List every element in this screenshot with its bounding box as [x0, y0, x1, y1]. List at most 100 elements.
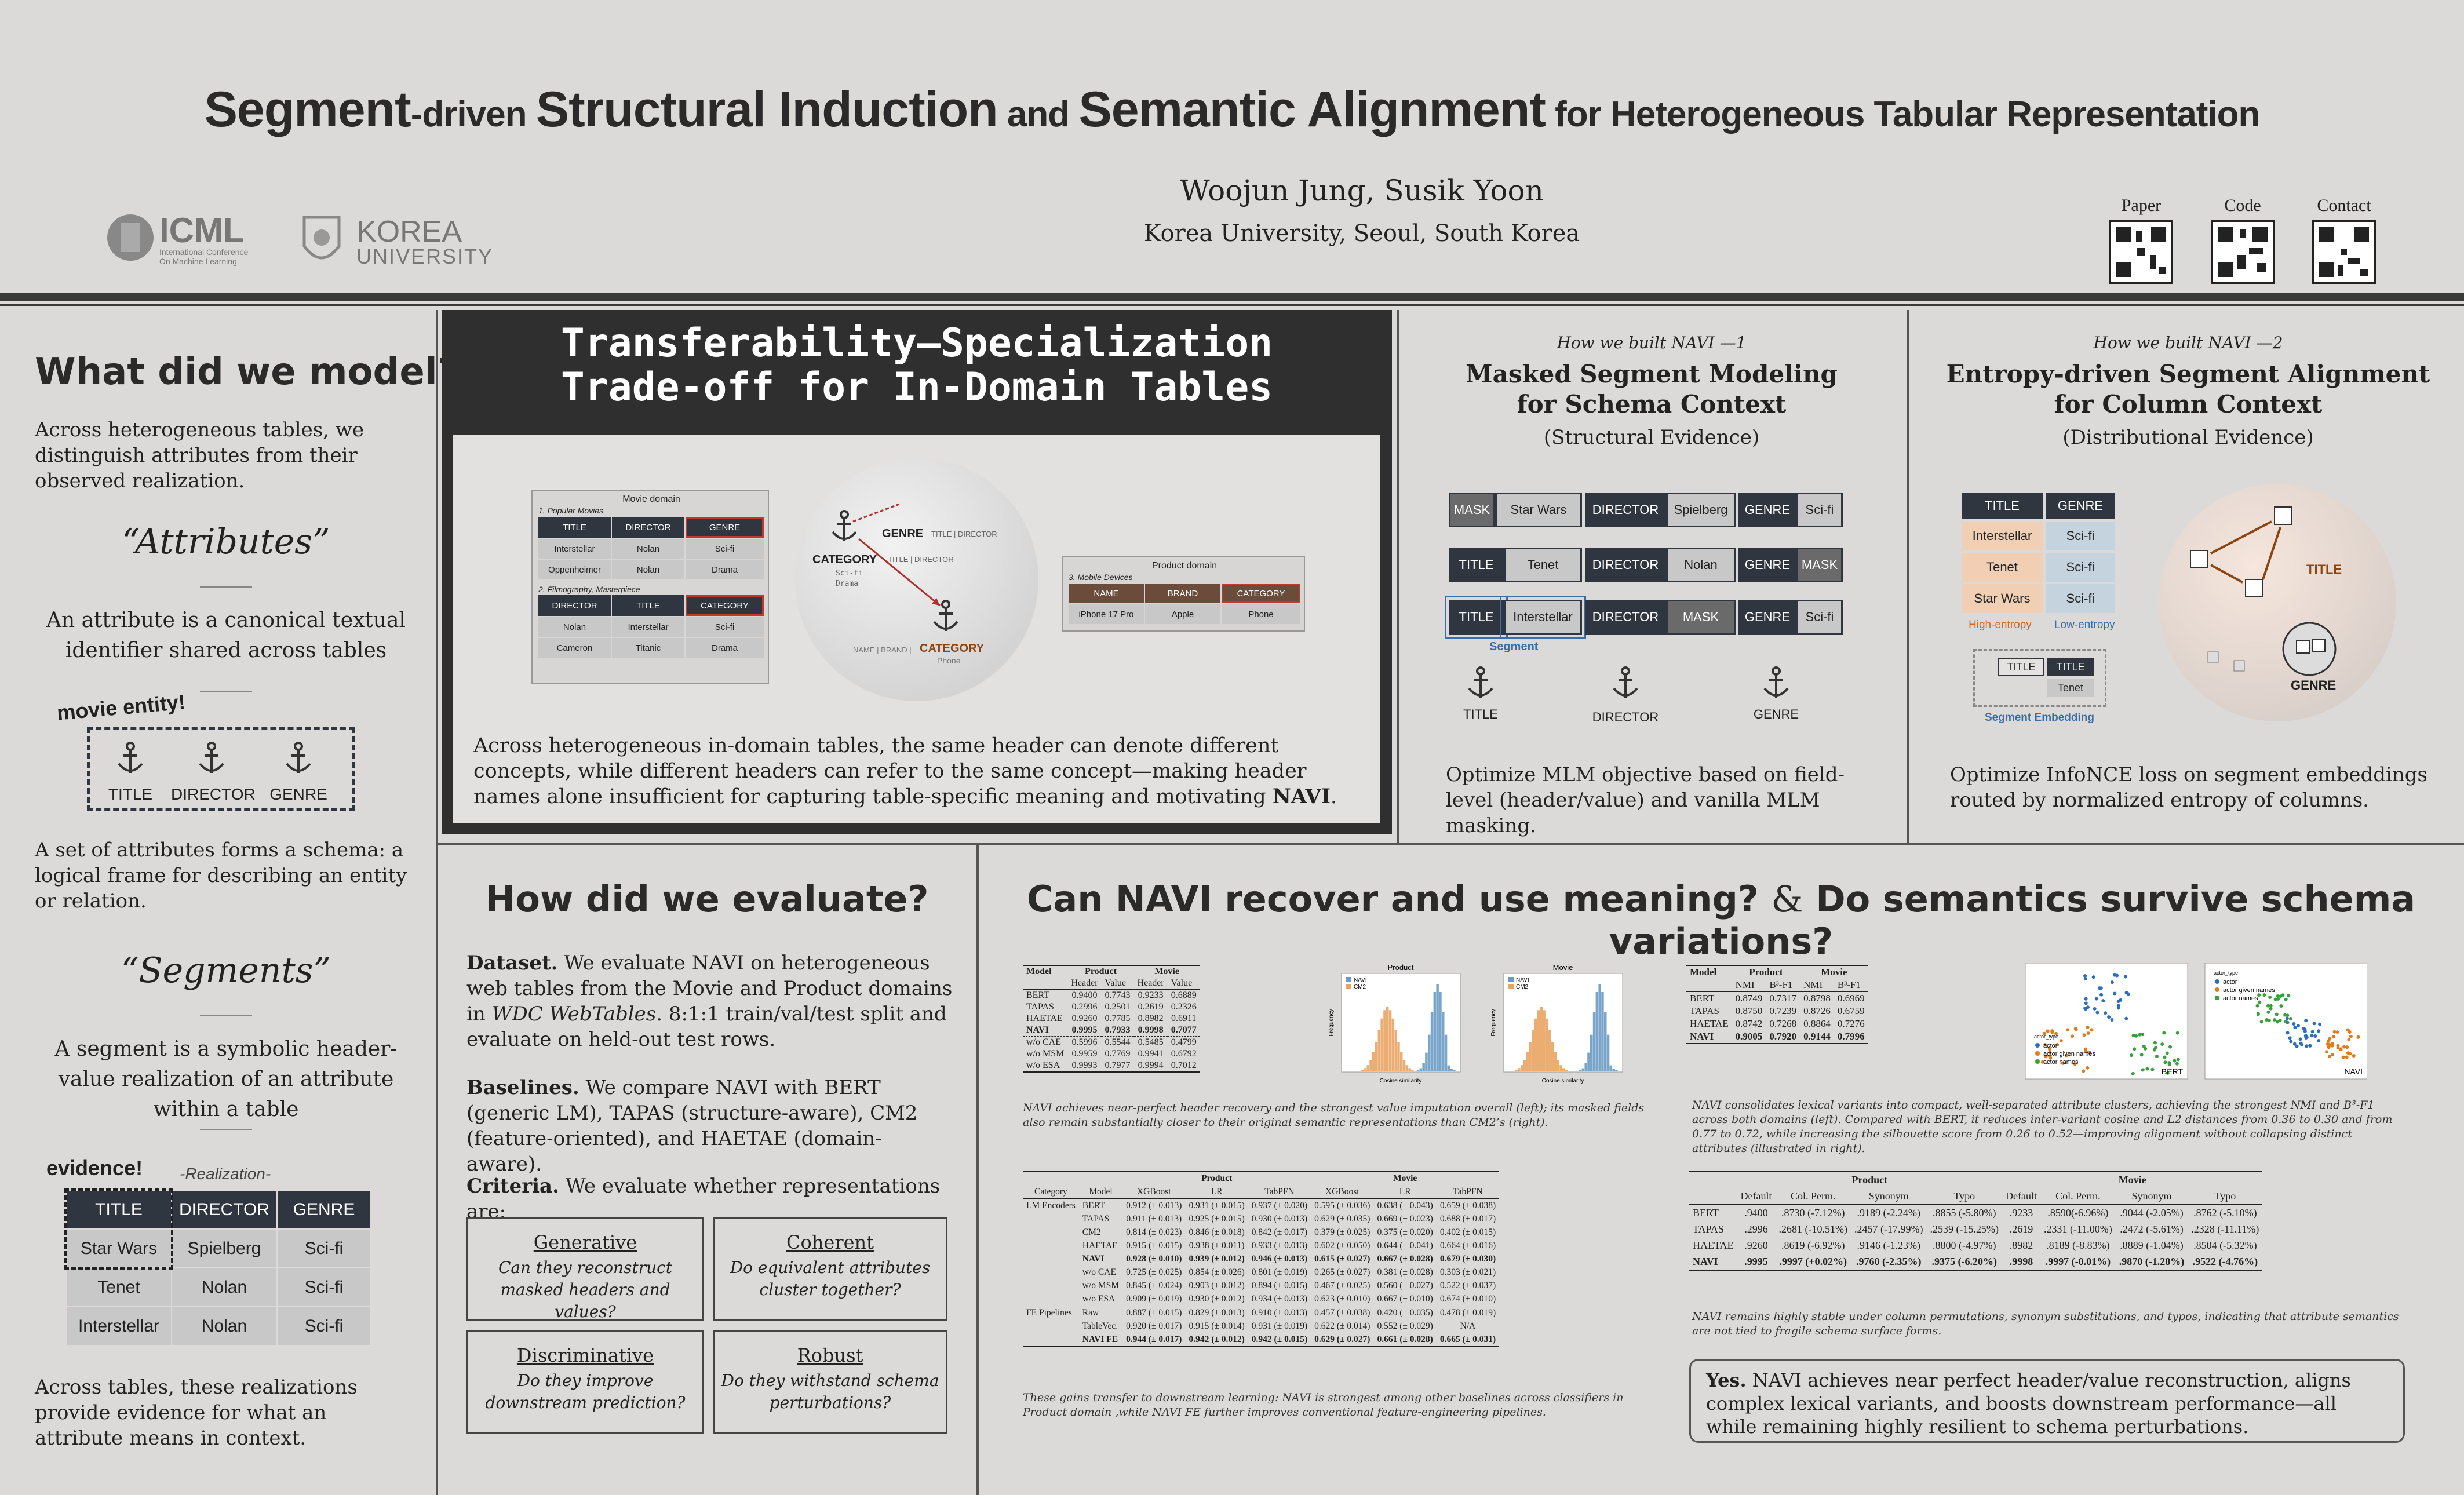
esa-desc: Optimize InfoNCE loss on segment embeddi… — [1950, 763, 2427, 812]
korea-crest-icon — [302, 216, 341, 260]
table-cell: .2331 (-11.00%) — [2043, 1223, 2112, 1235]
table-cell: Cameron — [538, 638, 611, 658]
hist-bar — [1436, 984, 1439, 1071]
table-cell: .9044 (-2.05%) — [2120, 1207, 2184, 1219]
table-cell: .9997 (+0.02%) — [1779, 1256, 1847, 1267]
hist-bar — [1529, 1042, 1532, 1071]
scatter-point — [2131, 1071, 2135, 1075]
scatter-point — [2288, 1016, 2292, 1020]
scatter-point — [2082, 1069, 2086, 1073]
product-domain-label: Product domain — [1151, 561, 1218, 571]
hist-bar — [1364, 1068, 1367, 1071]
table-cell: 0.667 (± 0.028) — [1377, 1254, 1433, 1264]
col-header-highlight: CATEGORY — [1222, 584, 1300, 603]
code-qr-icon[interactable] — [2211, 220, 2275, 284]
table-cell: iPhone 17 Pro — [1069, 604, 1144, 624]
table-cell: Apple — [1145, 604, 1220, 624]
contact-qr-icon[interactable] — [2312, 220, 2376, 284]
table-cell: 0.5485 — [1138, 1037, 1164, 1047]
segment-embedding-box: TITLE TITLE Tenet — [1973, 649, 2106, 707]
table-cell: .8982 — [2009, 1239, 2033, 1251]
table-cell: 0.925 (± 0.015) — [1189, 1214, 1245, 1224]
left-closing: Across tables, these realizations provid… — [35, 1376, 358, 1450]
scatter-point — [2087, 1051, 2091, 1055]
table-row: HAETAE.9260.8619 (-6.92%).9146 (-1.23%).… — [1689, 1237, 2262, 1253]
scatter-point — [2047, 1047, 2051, 1051]
eval-heading: How did we evaluate? — [485, 878, 929, 920]
table-cell: 0.9959 — [1071, 1049, 1098, 1059]
sphere-category-sub: TITLE | DIRECTOR — [888, 555, 954, 564]
scatter-point — [2160, 1042, 2164, 1046]
anchor-icon — [830, 510, 859, 547]
value-cell: Star Wars — [1962, 584, 2043, 613]
scatter-point — [2273, 997, 2277, 1001]
table-cell: Nolan — [538, 617, 611, 637]
table-cell: 0.2619 — [1138, 1002, 1164, 1012]
scatter-point — [2138, 1033, 2142, 1037]
table-cell: .2539 (-15.25%) — [1930, 1223, 1999, 1235]
msm-title-1: Masked Segment Modeling — [1466, 360, 1838, 388]
scatter-point — [2116, 1006, 2120, 1010]
table-header: Model — [1026, 967, 1052, 976]
table-header: TabPFN — [1264, 1187, 1295, 1197]
scatter-point — [2145, 1067, 2149, 1071]
table-header: Category — [1034, 1187, 1067, 1197]
scatter-point — [2292, 1022, 2296, 1026]
table-header: NMI — [1803, 979, 1823, 990]
hist-bar — [1386, 1007, 1389, 1071]
table-cell: HAETAE — [1082, 1241, 1118, 1250]
table-cell: 0.9233 — [1138, 990, 1164, 1000]
paper-qr-icon[interactable] — [2109, 220, 2173, 284]
table-cell: 0.7920 — [1769, 1031, 1797, 1042]
table-cell: 0.467 (± 0.025) — [1314, 1281, 1370, 1290]
anchor-label: GENRE — [1753, 707, 1799, 721]
table-cell: HAETAE — [1690, 1018, 1729, 1029]
scatter-point — [2093, 1007, 2097, 1011]
korea-logo: KOREA UNIVERSITY — [301, 214, 492, 272]
hist-bar — [1450, 1069, 1453, 1071]
university-text: UNIVERSITY — [356, 245, 494, 268]
msm-diagram: MASK Star Wars DIRECTOR Spielberg GENRE … — [1445, 493, 1854, 724]
scatter-point — [2163, 1055, 2167, 1059]
table-cell: 0.629 (± 0.035) — [1314, 1214, 1370, 1224]
table-cell: 0.909 (± 0.019) — [1126, 1294, 1182, 1304]
scatter-point — [2165, 1051, 2169, 1055]
table-cell: NAVI — [1690, 1031, 1714, 1042]
scatter-point — [2328, 1037, 2332, 1041]
legend-title: actor_type — [2034, 1034, 2058, 1040]
scatter-point — [2349, 1034, 2353, 1038]
value-cell: Sci-fi — [1796, 600, 1843, 635]
scatter-point — [2059, 1039, 2063, 1043]
table-header: Typo — [2214, 1190, 2236, 1202]
table-cell: BERT — [1082, 1201, 1105, 1210]
table-cell: .8889 (-1.04%) — [2120, 1239, 2184, 1251]
scatter-point — [2295, 1044, 2299, 1048]
table-cell: Drama — [686, 560, 764, 579]
table-cell: 0.560 (± 0.027) — [1377, 1281, 1433, 1290]
hist-bar — [1366, 1065, 1369, 1071]
table-header: Col. Perm. — [1791, 1190, 1836, 1202]
scatter-point — [2086, 1025, 2090, 1029]
table-cell: .8590(-6.96%) — [2047, 1207, 2109, 1219]
scatter-point — [2084, 977, 2088, 981]
table-cell: 0.638 (± 0.043) — [1377, 1201, 1433, 1210]
scatter-point — [2175, 1062, 2179, 1066]
value-cell: Sci-fi — [2046, 522, 2115, 550]
hist-bar — [1518, 1068, 1521, 1071]
scatter-point — [2292, 1042, 2297, 1046]
recovery-caption: NAVI achieves near-perfect header recove… — [1023, 1102, 1645, 1129]
scatter-point — [2086, 1031, 2090, 1035]
table-cell: 0.381 (± 0.028) — [1377, 1267, 1433, 1277]
mask-cell: MASK — [1666, 600, 1736, 635]
table-cell: 0.7785 — [1105, 1013, 1131, 1023]
divider — [976, 843, 979, 1495]
table-cell: 0.7012 — [1171, 1060, 1197, 1070]
table-cell: 0.910 (± 0.013) — [1251, 1308, 1308, 1318]
scatter-point — [2064, 1053, 2068, 1058]
table-header: TabPFN — [1453, 1187, 1483, 1197]
table-cell: 0.915 (± 0.015) — [1126, 1241, 1182, 1250]
legend-swatch — [2215, 979, 2219, 984]
scatter-point — [2317, 1038, 2321, 1042]
